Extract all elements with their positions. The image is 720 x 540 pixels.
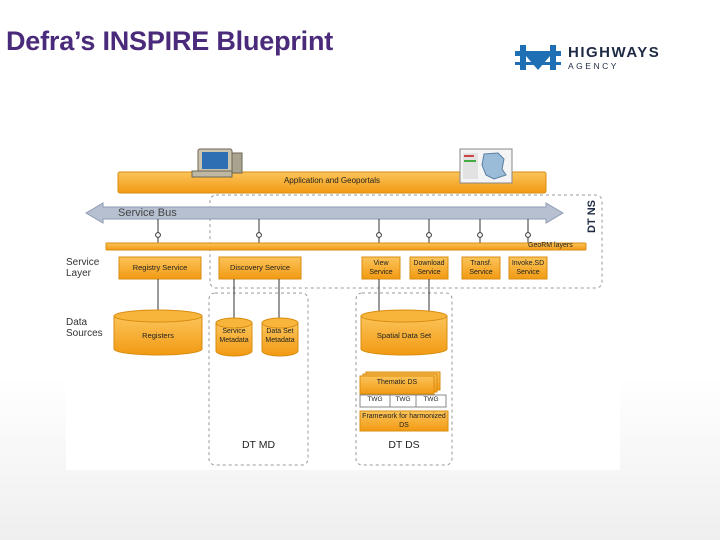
twg-label-1: TWG (367, 396, 383, 403)
dataset-metadata-cylinder (261, 317, 299, 357)
service-metadata-label: Service Metadata (219, 328, 249, 344)
framework-label: Framework for harmonized DS (362, 413, 446, 429)
transf-service-label: Transf. Service (469, 260, 493, 276)
map-thumbnail-icon (459, 148, 513, 184)
discovery-service-label: Discovery Service (229, 263, 290, 272)
view-service-box (361, 256, 401, 280)
spatial-dataset-cylinder (360, 309, 448, 356)
service-layer-label: Service Layer (66, 257, 100, 279)
dt-md-container (208, 292, 309, 466)
framework-box (359, 410, 449, 432)
registers-cylinder (113, 309, 203, 356)
logo-word-agency: AGENCY (568, 61, 619, 71)
download-service-label: Download Service (413, 260, 445, 276)
thematic-ds-label: Thematic DS (376, 379, 418, 386)
bus-connectors (155, 219, 531, 243)
dt-ds-label: DT DS (388, 439, 420, 451)
view-service-label: View Service (369, 260, 393, 276)
dt-md-label: DT MD (241, 439, 276, 451)
twg-cells (359, 394, 447, 408)
georm-layer-bar (105, 242, 587, 251)
application-bar-label: Application and Geoportals (283, 176, 381, 185)
data-sources-label: Data Sources (66, 317, 103, 339)
diagram-graphics (85, 148, 603, 466)
slide-title: Defra’s INSPIRE Blueprint (6, 26, 334, 56)
service-bus-arrow (85, 202, 564, 224)
invoke-service-label: Invoke.SD Service (511, 260, 545, 276)
georm-layers-label: GeoRM layers (528, 242, 573, 249)
dt-ds-container (355, 292, 453, 466)
transf-service-box (461, 256, 501, 280)
spatial-dataset-label: Spatial Data Set (376, 331, 432, 340)
discovery-service-box (218, 256, 302, 280)
logo-word-highways: HIGHWAYS (568, 44, 661, 61)
inspire-architecture-diagram: Application and Geoportals Service Bus G… (66, 145, 620, 470)
computer-icon (191, 148, 243, 178)
dt-ns-label: DT NS (586, 200, 598, 233)
dataset-metadata-label: Data Set Metadata (265, 328, 295, 344)
registry-service-box (118, 256, 202, 280)
service-bus-label: Service Bus (118, 207, 177, 219)
invoke-service-box (508, 256, 548, 280)
service-metadata-cylinder (215, 317, 253, 357)
bridge-icon (515, 45, 561, 70)
twg-label-2: TWG (395, 396, 411, 403)
thematic-ds-stack (359, 371, 441, 395)
data-connectors (157, 279, 430, 320)
registry-service-label: Registry Service (132, 263, 188, 272)
highways-agency-logo: HIGHWAYS AGENCY (512, 42, 672, 72)
twg-label-3: TWG (423, 396, 439, 403)
registers-label: Registers (142, 331, 174, 340)
